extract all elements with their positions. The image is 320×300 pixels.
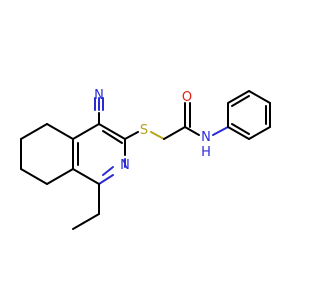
bond-c1-c8a bbox=[72, 168, 100, 185]
bond-ph-2-double bbox=[231, 95, 250, 107]
bond-ph-2 bbox=[227, 90, 250, 104]
bond-c7-c8 bbox=[20, 168, 48, 185]
bond-n-c1 bbox=[98, 174, 114, 185]
structure-svg: N S O N N H bbox=[20, 88, 271, 230]
nitrile-n-label: N bbox=[94, 88, 104, 103]
oxygen-label: O bbox=[182, 90, 192, 105]
bond-c4a-c4 bbox=[72, 123, 100, 140]
bond-ch2-ch3 bbox=[72, 213, 100, 230]
ring-n-label: N bbox=[120, 158, 130, 173]
bond-ph-3 bbox=[248, 90, 271, 104]
bond-c4-c3-double bbox=[102, 130, 123, 144]
bond-c4-c3 bbox=[98, 123, 126, 140]
amide-h-label: H bbox=[201, 145, 211, 160]
bond-c4a-c5 bbox=[46, 123, 74, 140]
bond-c3-s bbox=[124, 131, 139, 140]
bond-c8-c8a bbox=[46, 168, 74, 185]
bond-n-c1-double bbox=[102, 166, 114, 176]
molecule-diagram: N S O N N H bbox=[20, 88, 271, 230]
bond-n-ph bbox=[212, 126, 229, 136]
bond-ph-6-double bbox=[231, 123, 250, 135]
sulfur-label: S bbox=[140, 123, 148, 138]
amide-n-label: N bbox=[201, 130, 211, 145]
bond-s-ch2 bbox=[150, 131, 165, 140]
bond-c5-c6 bbox=[20, 123, 48, 140]
bond-ch2-co bbox=[163, 126, 186, 140]
bond-ph-5 bbox=[248, 126, 271, 140]
bond-co-n bbox=[184, 126, 200, 136]
bond-ph-6 bbox=[227, 126, 250, 140]
